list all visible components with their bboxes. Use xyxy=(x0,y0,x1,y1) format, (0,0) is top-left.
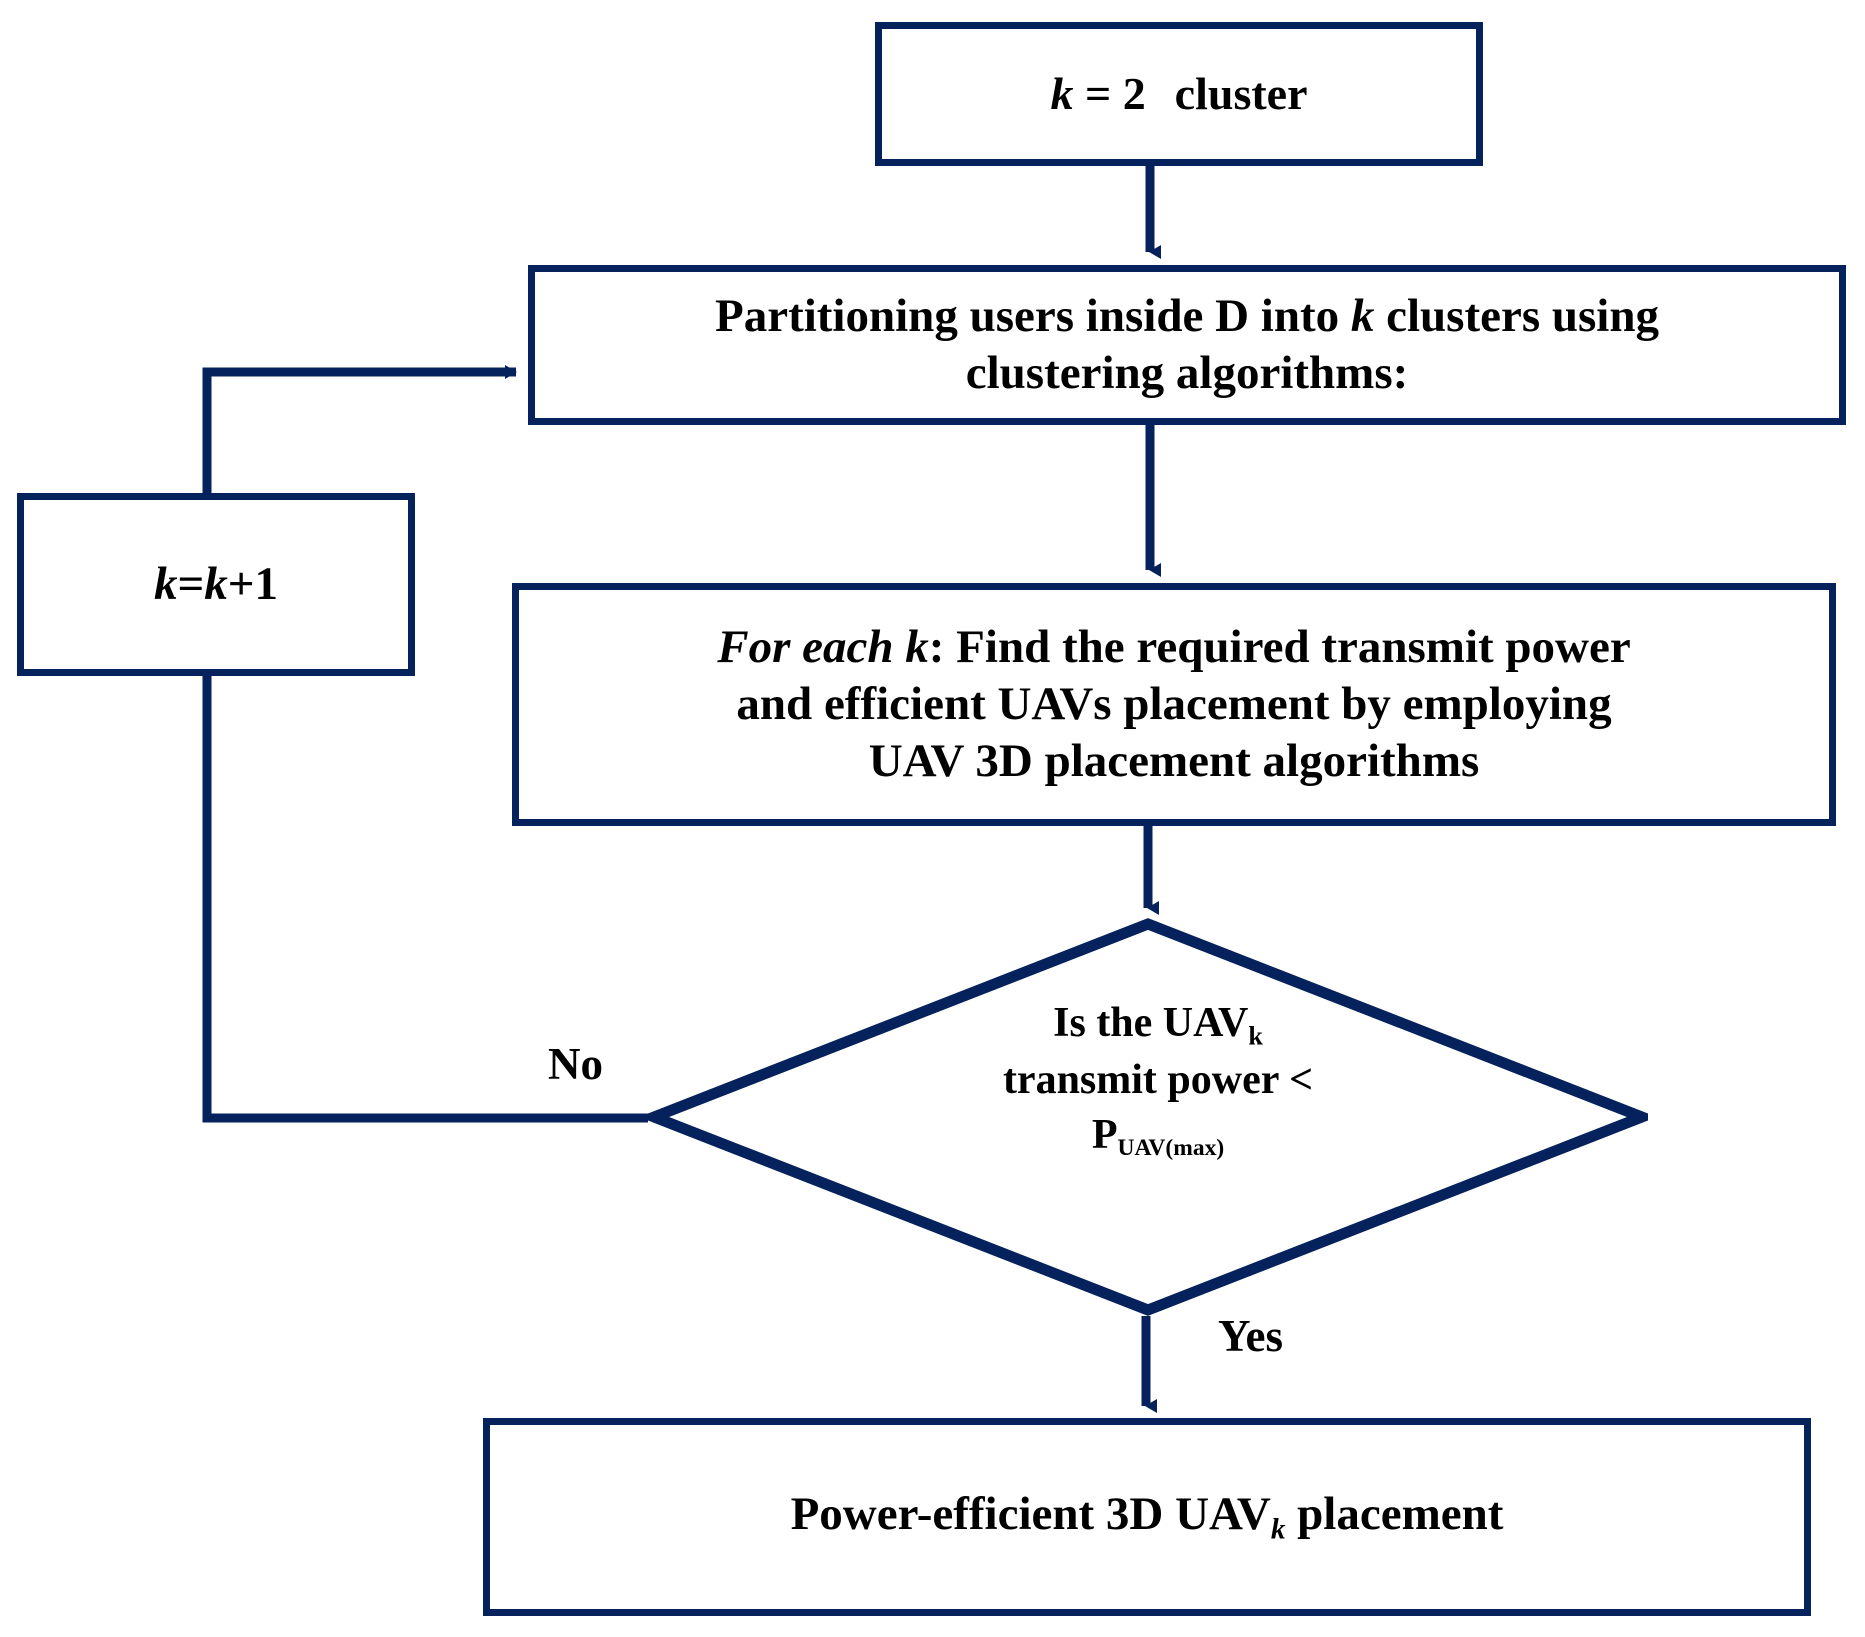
node-decision-text: Is the UAVk transmit power < PUAV(max) xyxy=(1002,1000,1314,1161)
node-partitioning-text: Partitioning users inside D into k clust… xyxy=(715,289,1659,399)
node-start-k2-cluster[interactable]: k = 2 cluster xyxy=(875,22,1483,166)
node-result-placement[interactable]: Power-efficient 3D UAVk placement xyxy=(483,1418,1811,1616)
node-result-text: Power-efficient 3D UAVk placement xyxy=(790,1488,1504,1546)
edge-increment-to-partition xyxy=(202,365,517,493)
node-partitioning-users[interactable]: Partitioning users inside D into k clust… xyxy=(528,265,1846,425)
edge-label-no: No xyxy=(548,1039,603,1089)
node-start-text: k = 2 cluster xyxy=(1050,67,1308,119)
node-foreach-find-power[interactable]: For each k: Find the required transmit p… xyxy=(512,583,1836,826)
node-foreach-text: For each k: Find the required transmit p… xyxy=(717,620,1631,788)
decision-diamond-shape xyxy=(648,918,1648,1316)
node-increment-k[interactable]: k=k+1 xyxy=(17,493,415,676)
edge-label-yes: Yes xyxy=(1218,1311,1283,1361)
node-increment-text: k=k+1 xyxy=(153,557,279,610)
node-decision-power-check[interactable]: Is the UAVk transmit power < PUAV(max) xyxy=(648,918,1648,1316)
